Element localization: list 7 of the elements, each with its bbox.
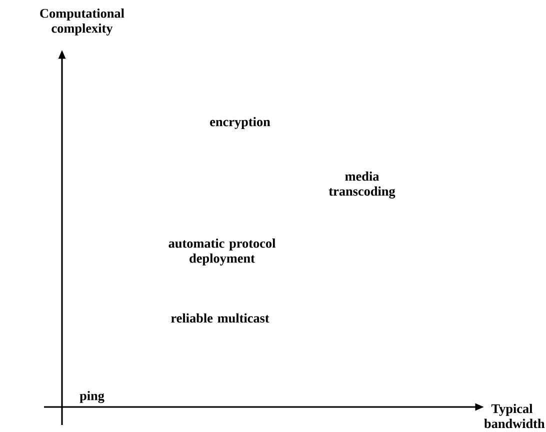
axis-label: Typical bandwidth <box>484 404 545 428</box>
item-label: media transcoding <box>328 171 396 198</box>
item-label: encryption <box>210 117 270 129</box>
axis-label: Computational complexity <box>40 8 124 36</box>
item-label: automatic protocol deployment <box>168 238 276 266</box>
item-label: reliable multicast <box>171 313 270 323</box>
item-label: ping <box>80 390 104 403</box>
